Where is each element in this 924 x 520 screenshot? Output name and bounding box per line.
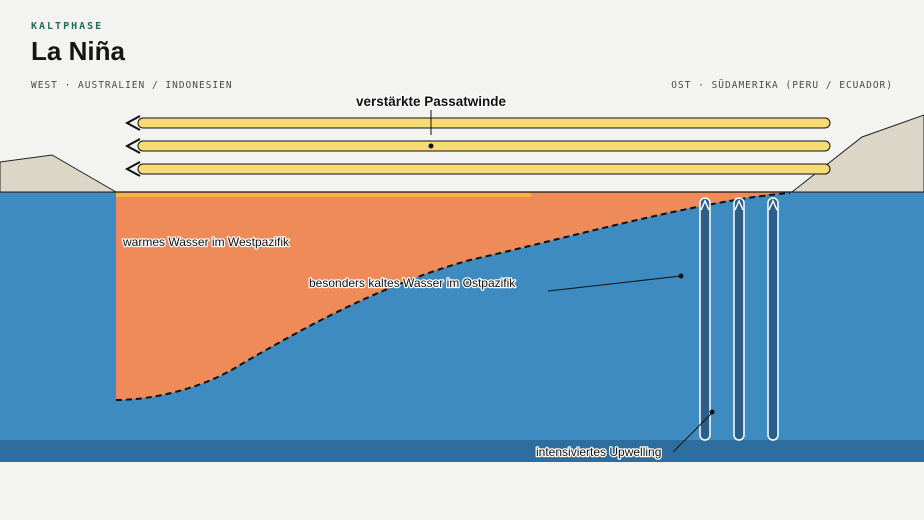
- upwelling-label: intensiviertes Upwelling: [536, 445, 661, 459]
- trade-wind-arrow: [124, 115, 831, 131]
- cold-water-label: besonders kaltes Wasser im Ostpazifik: [309, 276, 516, 290]
- cold-water-leader-dot: [678, 273, 684, 279]
- thermocline-line: [115, 192, 791, 401]
- page-title: La Niña: [31, 36, 125, 66]
- trade-wind-arrow: [124, 161, 831, 177]
- eyebrow-label: KALTPHASE: [31, 21, 104, 32]
- warm-water-label: warmes Wasser im Westpazifik: [122, 235, 290, 249]
- upwelling-column: [767, 197, 779, 441]
- warm-water-pool: [116, 192, 790, 400]
- ocean-floor: [0, 440, 924, 462]
- cold-water-leader-line: [547, 275, 682, 292]
- upwelling-column: [699, 197, 711, 441]
- west-landmass: [0, 154, 118, 193]
- west-region-label: WEST · AUSTRALIEN / INDONESIEN: [31, 80, 233, 91]
- trade-winds-leader-dot: [428, 143, 434, 149]
- upwelling-column: [733, 197, 745, 441]
- trade-wind-arrow: [124, 138, 831, 154]
- warm-surface-layer: [116, 193, 531, 197]
- trade-wind-arrows: [124, 115, 831, 177]
- upwelling-columns: [699, 197, 779, 441]
- east-region-label: OST · SÜDAMERIKA (PERU / ECUADOR): [671, 80, 893, 91]
- upwelling-leader-line: [672, 412, 713, 453]
- trade-winds-label: verstärkte Passatwinde: [356, 94, 507, 109]
- upwelling-leader-dot: [709, 409, 715, 415]
